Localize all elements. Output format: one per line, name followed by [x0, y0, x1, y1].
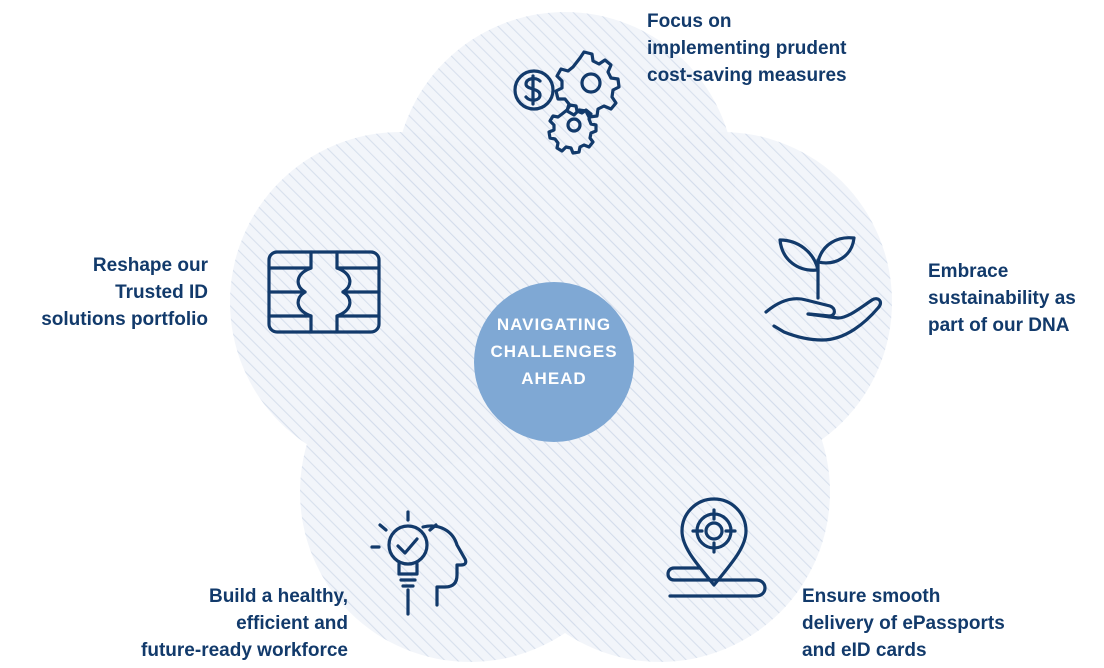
label-line: delivery of ePassports: [802, 613, 1005, 634]
label-line: sustainability as: [928, 288, 1076, 309]
plant-in-hand-icon: [764, 236, 883, 342]
label-line: Build a healthy,: [208, 586, 348, 607]
label-line: Trusted ID: [115, 282, 208, 303]
gears-dollar-icon: [513, 50, 621, 155]
delivery-label: Ensure smooth delivery of ePassports and…: [802, 583, 1005, 664]
label-line: efficient and: [236, 613, 348, 634]
label-line: part of our DNA: [928, 315, 1070, 336]
cost-saving-label: Focus on implementing prudent cost-savin…: [647, 8, 847, 89]
label-line: Embrace: [928, 261, 1009, 282]
label-line: solutions portfolio: [41, 309, 208, 330]
workforce-label: Build a healthy, efficient and future-re…: [141, 583, 348, 664]
label-line: future-ready workforce: [141, 640, 348, 661]
center-circle: [474, 282, 634, 442]
center-title: NAVIGATING CHALLENGES AHEAD: [474, 311, 634, 392]
center-title-line: NAVIGATING: [496, 315, 612, 334]
center-title-line: AHEAD: [521, 369, 587, 388]
label-line: Focus on: [647, 11, 732, 32]
label-line: and eID cards: [802, 640, 927, 661]
smart-card-chip-icon: [267, 250, 381, 334]
label-line: Ensure smooth: [802, 586, 941, 607]
sustainability-label: Embrace sustainability as part of our DN…: [928, 258, 1076, 339]
location-target-path-icon: [666, 497, 767, 598]
label-line: implementing prudent: [647, 38, 847, 59]
center-title-line: CHALLENGES: [490, 342, 618, 361]
label-line: Reshape our: [92, 255, 208, 276]
trusted-id-label: Reshape our Trusted ID solutions portfol…: [41, 252, 208, 333]
head-lightbulb-check-icon: [370, 510, 468, 616]
label-line: cost-saving measures: [647, 65, 847, 86]
